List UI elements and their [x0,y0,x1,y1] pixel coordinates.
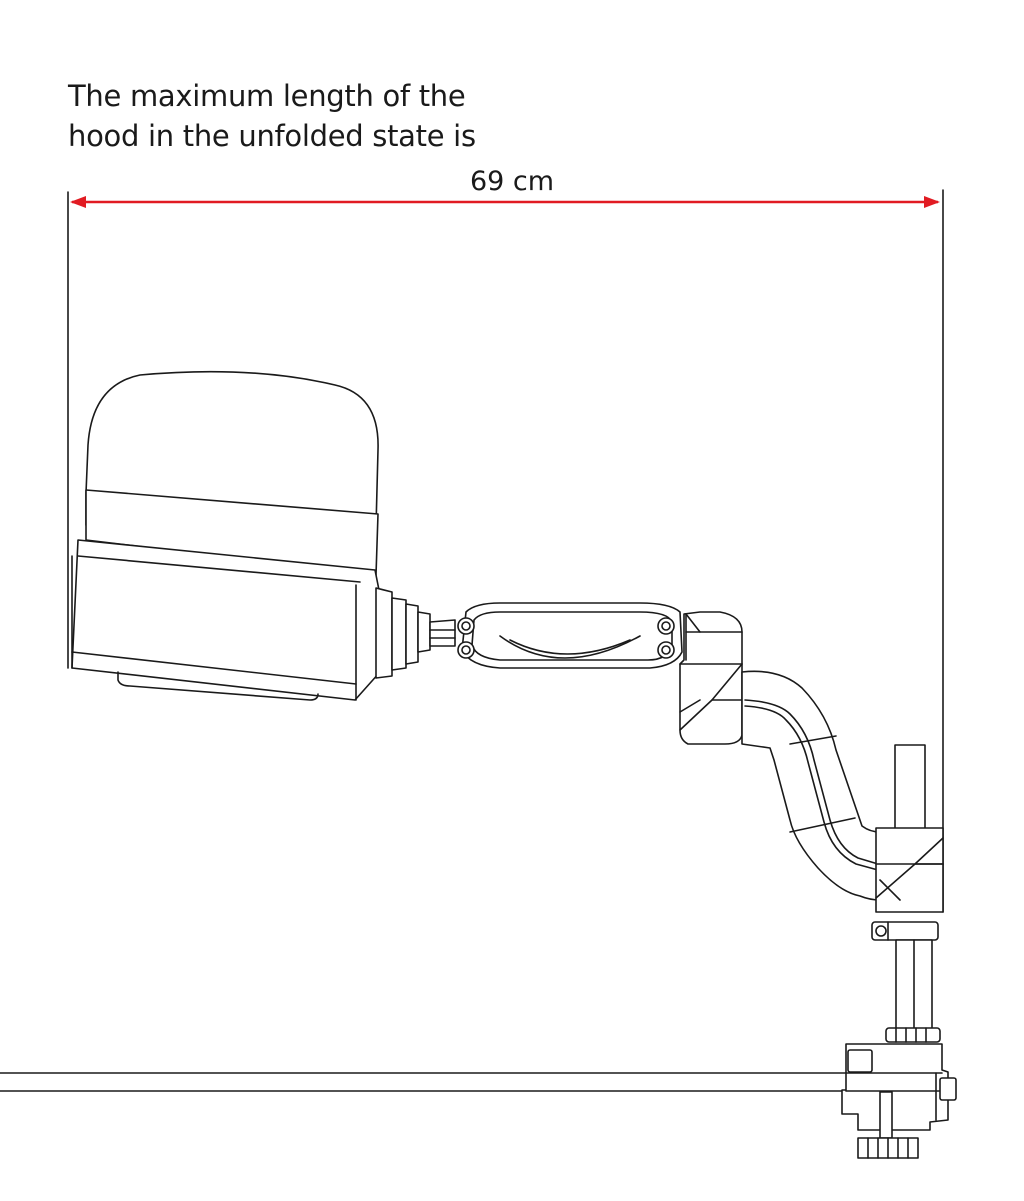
vertical-post [871,744,944,1043]
caption-text: The maximum length of the hood in the un… [68,76,568,156]
gooseneck-arm [741,670,881,901]
hood-head [71,370,431,701]
connector-shaft [429,619,456,647]
table-clamp [841,1043,957,1159]
dimension-label: 69 cm [469,166,555,197]
caption-line-1: The maximum length of the [68,79,466,113]
caption-line-2: hood in the unfolded state is [68,119,476,153]
table-surface [0,1072,849,1092]
arm-link [457,602,683,669]
elbow-joint [679,611,743,745]
